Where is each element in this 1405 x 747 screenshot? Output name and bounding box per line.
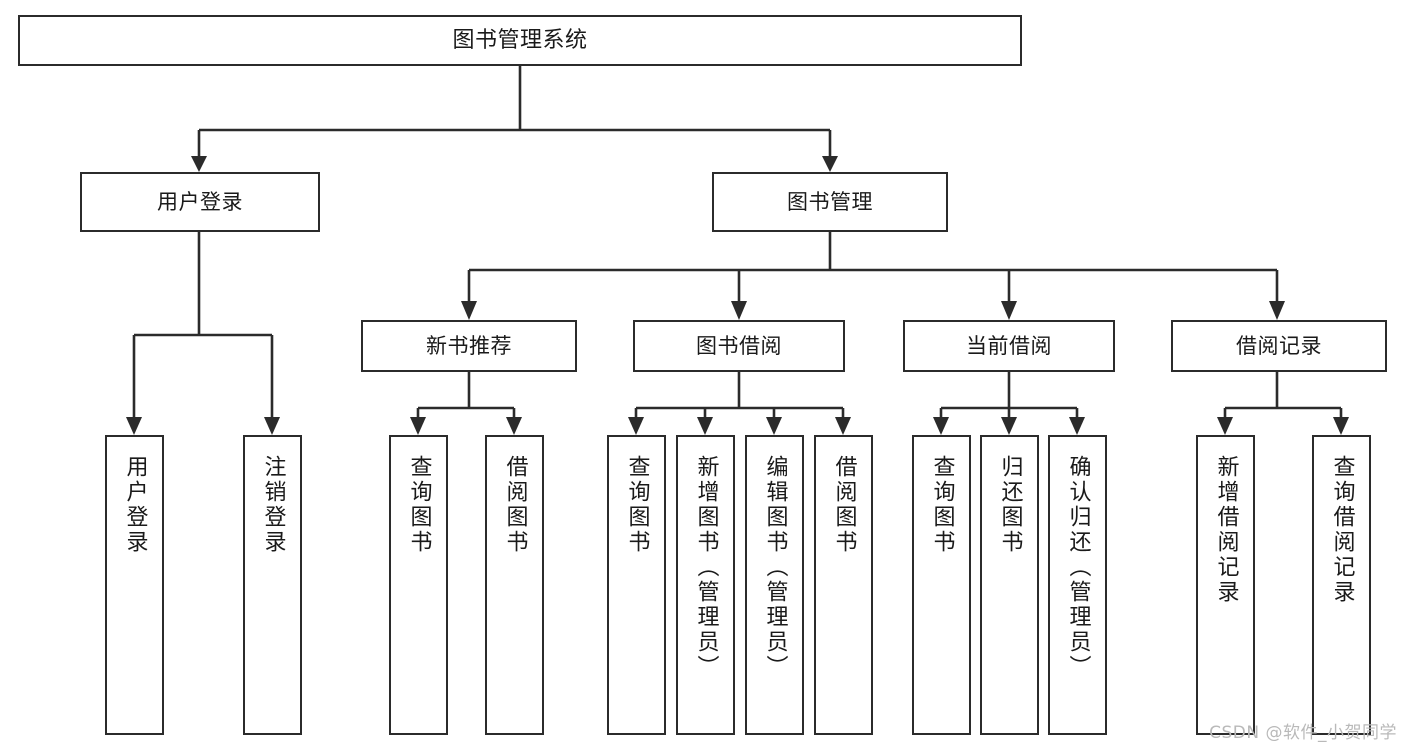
node-label: 注销登录 <box>260 455 286 555</box>
leaf-new-book-borrow[interactable]: 借阅图书 <box>485 435 544 735</box>
arrow-bb-leaf2 <box>697 417 713 435</box>
node-current-borrow[interactable]: 当前借阅 <box>903 320 1115 372</box>
arrow-br-leaf1 <box>1217 417 1233 435</box>
node-label: 借阅图书 <box>502 455 528 555</box>
arrow-br-leaf2 <box>1333 417 1349 435</box>
node-label: 当前借阅 <box>966 333 1052 358</box>
node-label: 图书管理 <box>787 189 873 214</box>
arrow-to-book-borrow <box>731 301 747 320</box>
arrow-cb-leaf1 <box>933 417 949 435</box>
arrow-to-borrow-record <box>1269 301 1285 320</box>
node-book-management[interactable]: 图书管理 <box>712 172 948 232</box>
leaf-current-borrow-confirm-return[interactable]: 确认归还（管理员） <box>1048 435 1107 735</box>
arrow-to-leaf-user-login <box>126 417 142 435</box>
arrow-bb-leaf3 <box>766 417 782 435</box>
node-label: 图书管理系统 <box>452 27 588 53</box>
node-label: 查询图书 <box>406 455 432 555</box>
node-label: 新增图书（管理员） <box>693 455 719 680</box>
leaf-new-book-query[interactable]: 查询图书 <box>389 435 448 735</box>
node-label: 编辑图书（管理员） <box>762 455 788 680</box>
arrow-to-leaf-logout <box>264 417 280 435</box>
arrow-nb-leaf2 <box>506 417 522 435</box>
arrow-bb-leaf1 <box>628 417 644 435</box>
leaf-borrow-record-query[interactable]: 查询借阅记录 <box>1312 435 1371 735</box>
csdn-watermark: CSDN @软件_小贺同学 <box>1209 723 1397 743</box>
arrow-bb-leaf4 <box>835 417 851 435</box>
leaf-current-borrow-return[interactable]: 归还图书 <box>980 435 1039 735</box>
leaf-book-borrow-edit[interactable]: 编辑图书（管理员） <box>745 435 804 735</box>
arrow-nb-leaf1 <box>410 417 426 435</box>
leaf-borrow-record-add[interactable]: 新增借阅记录 <box>1196 435 1255 735</box>
node-label: 查询借阅记录 <box>1329 455 1355 605</box>
leaf-book-borrow-query[interactable]: 查询图书 <box>607 435 666 735</box>
node-label: 借阅图书 <box>831 455 857 555</box>
arrow-cb-leaf2 <box>1001 417 1017 435</box>
node-label: 归还图书 <box>997 455 1023 555</box>
node-book-borrow[interactable]: 图书借阅 <box>633 320 845 372</box>
node-label: 确认归还（管理员） <box>1065 455 1091 680</box>
node-user-login[interactable]: 用户登录 <box>80 172 320 232</box>
arrow-to-new-book <box>461 301 477 320</box>
arrow-to-book-manage <box>822 156 838 172</box>
node-borrow-record[interactable]: 借阅记录 <box>1171 320 1387 372</box>
node-label: 用户登录 <box>157 189 243 214</box>
leaf-book-borrow-add[interactable]: 新增图书（管理员） <box>676 435 735 735</box>
arrow-to-current-borrow <box>1001 301 1017 320</box>
node-root-system[interactable]: 图书管理系统 <box>18 15 1022 66</box>
leaf-user-login-logout[interactable]: 注销登录 <box>243 435 302 735</box>
leaf-user-login-login[interactable]: 用户登录 <box>105 435 164 735</box>
arrow-cb-leaf3 <box>1069 417 1085 435</box>
node-label: 借阅记录 <box>1236 333 1322 358</box>
leaf-current-borrow-query[interactable]: 查询图书 <box>912 435 971 735</box>
node-label: 用户登录 <box>122 455 148 555</box>
node-label: 新增借阅记录 <box>1213 455 1239 605</box>
node-new-book-recommend[interactable]: 新书推荐 <box>361 320 577 372</box>
node-label: 图书借阅 <box>696 333 782 358</box>
arrow-to-user-login <box>191 156 207 172</box>
leaf-book-borrow-borrow[interactable]: 借阅图书 <box>814 435 873 735</box>
node-label: 查询图书 <box>624 455 650 555</box>
node-label: 新书推荐 <box>426 333 512 358</box>
node-label: 查询图书 <box>929 455 955 555</box>
